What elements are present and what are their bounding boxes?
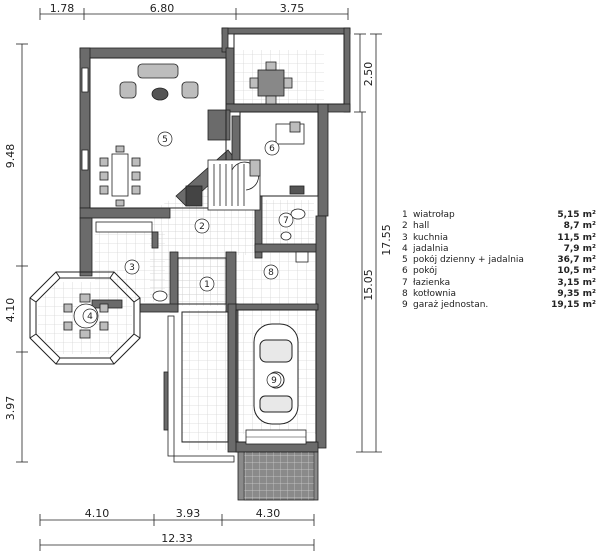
legend-name: jadalnia <box>413 243 449 254</box>
legend-name: pokój dzienny + jadalnia <box>413 255 524 266</box>
room-number-2: 2 <box>199 222 205 232</box>
legend-row: 8 kotłownia 9,35 m² <box>402 289 596 300</box>
legend-row: 2 hall 8,7 m² <box>402 221 596 232</box>
legend-name: garaż jednostan. <box>413 300 489 311</box>
car-icon <box>253 323 299 425</box>
dim-top-3: 3.75 <box>280 2 305 15</box>
dim-right-3: 17.55 <box>380 224 393 256</box>
legend-row: 6 pokój 10,5 m² <box>402 266 596 277</box>
walls <box>79 27 351 463</box>
legend-area: 11,5 m² <box>557 232 596 243</box>
room-number-7: 7 <box>283 216 289 226</box>
legend-num: 8 <box>402 289 408 300</box>
room-number-1: 1 <box>204 280 210 290</box>
legend-name: kotłownia <box>413 289 457 300</box>
dim-top-2: 6.80 <box>150 2 175 15</box>
room-number-4: 4 <box>87 312 93 322</box>
legend-num: 3 <box>402 232 408 243</box>
legend-area: 10,5 m² <box>557 266 596 277</box>
dim-bottom-1: 4.10 <box>85 507 110 520</box>
legend-name: hall <box>413 221 430 232</box>
legend-area: 7,9 m² <box>563 243 596 254</box>
room-number-5: 5 <box>162 135 168 145</box>
dim-left-1: 9.48 <box>4 144 17 169</box>
dim-left-2: 4.10 <box>4 298 17 323</box>
legend-name: kuchnia <box>413 232 449 243</box>
dimension-lines <box>16 8 382 551</box>
room-numbers: 5 6 7 2 3 8 1 4 9 <box>82 131 294 388</box>
room-number-8: 8 <box>268 268 274 278</box>
legend-num: 4 <box>402 243 408 254</box>
legend-num: 9 <box>402 300 408 311</box>
legend-row: 5 pokój dzienny + jadalnia 36,7 m² <box>402 255 596 266</box>
garage-apron <box>237 429 319 501</box>
legend-row: 7 łazienka 3,15 m² <box>402 278 596 289</box>
room-legend: 1 wiatrołap 5,15 m² 2 hall 8,7 m² 3 kuchnia 11… <box>402 210 596 312</box>
dim-bottom-total: 12.33 <box>161 532 193 545</box>
legend-name: łazienka <box>413 277 451 288</box>
legend-area: 9,35 m² <box>557 289 596 300</box>
dim-bottom-2: 3.93 <box>176 507 201 520</box>
legend-num: 1 <box>402 210 408 220</box>
legend-num: 2 <box>402 221 408 232</box>
legend-row: 9 garaż jednostan. 19,15 m² <box>402 300 596 311</box>
room-number-6: 6 <box>269 144 275 154</box>
legend-area: 36,7 m² <box>557 255 596 266</box>
legend-num: 6 <box>402 266 408 277</box>
legend-row: 4 jadalnia 7,9 m² <box>402 244 596 255</box>
room-number-9: 9 <box>271 376 277 386</box>
legend-area: 19,15 m² <box>551 300 596 311</box>
legend-num: 7 <box>402 277 408 288</box>
legend-name: wiatrołap <box>413 210 455 220</box>
legend-row: 3 kuchnia 11,5 m² <box>402 233 596 244</box>
legend-num: 5 <box>402 255 408 266</box>
furniture <box>63 61 309 339</box>
dim-bottom-3: 4.30 <box>256 507 281 520</box>
dim-top-1: 1.78 <box>50 2 75 15</box>
dim-right-1: 2.50 <box>362 62 375 87</box>
legend-name: pokój <box>413 266 438 277</box>
legend-area: 3,15 m² <box>557 277 596 288</box>
dimension-labels: 1.78 6.80 3.75 4.10 3.93 4.30 12.33 9.48… <box>4 2 393 545</box>
dim-left-3: 3.97 <box>4 396 17 421</box>
legend-area: 8,7 m² <box>563 221 596 232</box>
legend-area: 5,15 m² <box>557 210 596 220</box>
room-number-3: 3 <box>129 263 135 273</box>
dim-right-2: 15.05 <box>362 269 375 301</box>
bay-window-walls <box>29 271 141 365</box>
legend-row: 1 wiatrołap 5,15 m² <box>402 210 596 221</box>
